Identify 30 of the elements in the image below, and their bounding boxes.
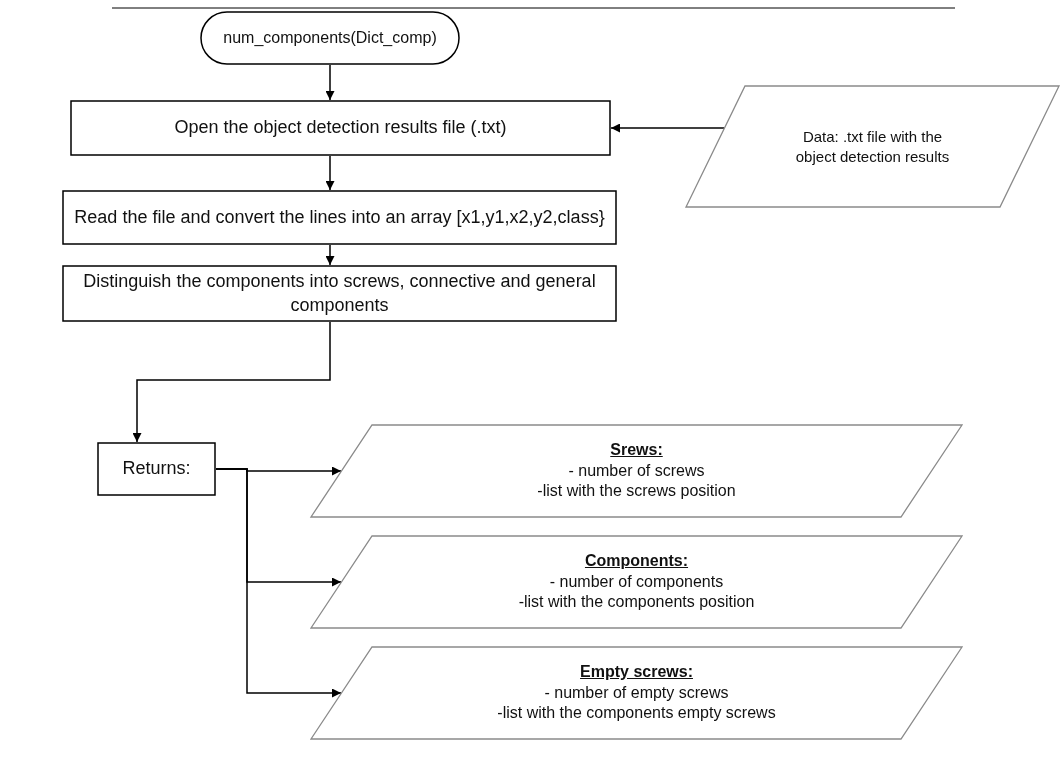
node-text: -list with the screws position [537,481,736,502]
arrow [610,123,725,133]
node-text: - number of screws [568,460,705,481]
section-heading: Srews: [610,439,663,460]
section-heading: Empty screws: [580,661,693,682]
node-text: -list with the components empty screws [497,703,776,724]
node-text: Data: .txt file with the object detection results [794,127,951,166]
node-text: - number of components [549,571,724,592]
output-parallelogram [310,646,963,740]
process-box [62,265,617,322]
node-text: Open the object detection results file (.txt) [174,116,507,140]
process-box [62,190,617,245]
arrow [325,244,335,266]
node-text: num_components(Dict_comp) [223,27,437,48]
section-heading: Components: [584,550,689,571]
process-box [70,100,611,156]
node-text: -list with the components position [518,592,755,613]
node-text: - number of empty screws [544,682,729,703]
data-parallelogram [685,85,1060,208]
arrow [325,64,335,101]
output-parallelogram [310,535,963,629]
start-terminal [200,11,460,65]
process-box [97,442,216,496]
node-text: Distinguish the components into screws, connective and general components [82,270,597,317]
arrow [132,321,331,443]
node-text: Returns: [122,457,191,481]
arrow [215,468,342,698]
output-parallelogram [310,424,963,518]
node-text: Read the file and convert the lines into an array [x1,y1,x2,y2,class} [74,205,605,229]
arrow [325,155,335,191]
